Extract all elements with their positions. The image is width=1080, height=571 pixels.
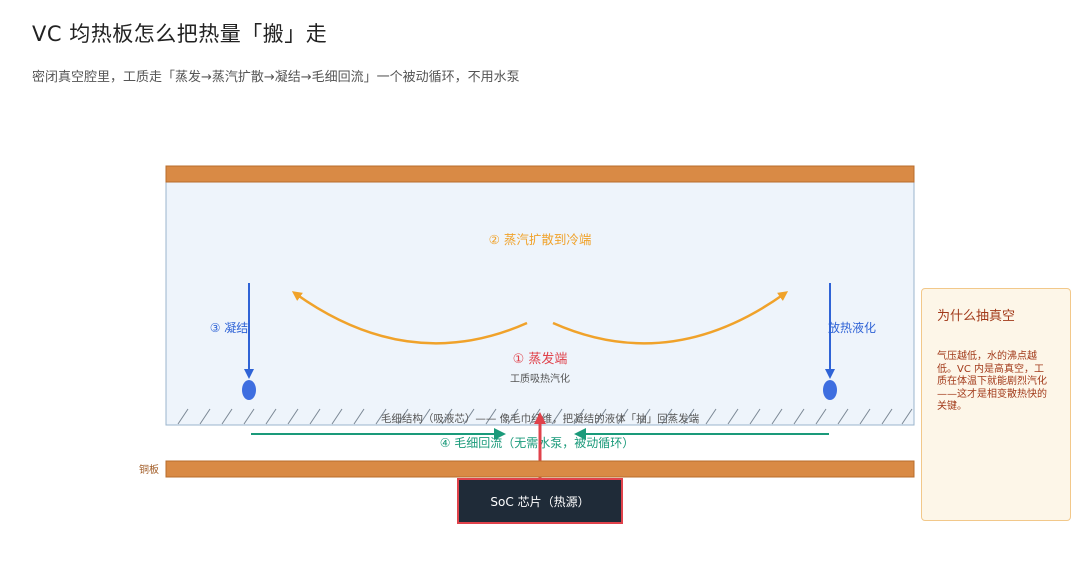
droplet-left [242,380,256,400]
page-subtitle: 密闭真空腔里，工质走「蒸发→蒸汽扩散→凝结→毛细回流」一个被动循环，不用水泵 [32,70,520,85]
evaporate-label: ① 蒸发端 [513,351,568,367]
evaporate-note: 工质吸热汽化 [510,372,570,385]
vacuum-note-card: 为什么抽真空 气压越低，水的沸点越低。VC 内是高真空，工质在体温下就能剧烈汽化… [921,288,1071,521]
top-copper-plate [165,165,915,183]
droplet-right [823,380,837,400]
condense-label-left: ③ 凝结 [210,320,249,335]
vapor-label: ② 蒸汽扩散到冷端 [489,232,592,247]
bottom-copper-plate [165,460,915,478]
page-title: VC 均热板怎么把热量「搬」走 [32,22,328,46]
vapor-arrow-left [291,291,528,345]
return-label: ④ 毛细回流（无需水泵，被动循环） [440,436,635,450]
vacuum-chamber [165,181,915,426]
chip-label: SoC 芯片（热源） [490,494,590,509]
copper-label: 铜板 [139,463,159,476]
soc-chip: SoC 芯片（热源） [457,478,623,524]
vacuum-note-title: 为什么抽真空 [937,309,1016,324]
wick-hatching [177,408,913,425]
vapor-arrow-right [552,291,789,345]
vacuum-note-body: 气压越低，水的沸点越低。VC 内是高真空，工质在体温下就能剧烈汽化——这才是相变… [937,351,1047,412]
condense-label-right: 放热液化 [828,320,876,335]
